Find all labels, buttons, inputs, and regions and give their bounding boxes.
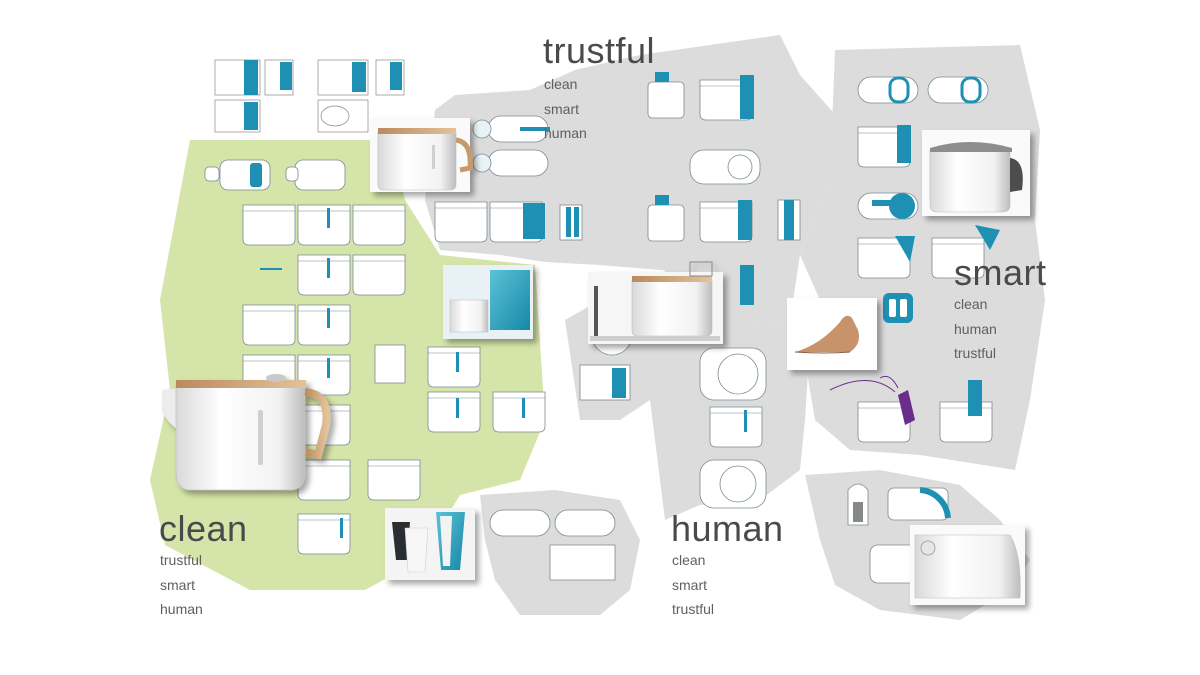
bottom-sketches: [489, 509, 616, 581]
base-station-render-center: [588, 261, 723, 344]
human-keyword-2: smart: [672, 576, 707, 593]
trustful-title: trustful: [543, 30, 656, 71]
smart-keyword-1: clean: [954, 296, 988, 312]
clean-keyword-2: smart: [160, 576, 195, 593]
smart-title: smart: [954, 252, 1047, 293]
kettle-render-large: [162, 374, 331, 491]
clean-keyword-1: trustful: [160, 552, 203, 568]
human-title: human: [671, 508, 784, 549]
base-station-render-large: [910, 525, 1025, 605]
clean-keyword-3: human: [160, 601, 203, 617]
clean-keywords: trustful smart human: [160, 548, 203, 622]
trustful-keyword-2: smart: [544, 100, 579, 117]
smart-sketches: [829, 76, 1000, 443]
cups-photo: [385, 508, 475, 580]
smart-keyword-2: human: [954, 320, 997, 337]
clean-title: clean: [159, 508, 248, 549]
human-keyword-1: clean: [672, 552, 706, 568]
trustful-keyword-3: human: [544, 125, 587, 141]
trustful-keywords: clean smart human: [544, 72, 587, 146]
trustful-keyword-1: clean: [544, 76, 578, 92]
annotation-arrow: [879, 375, 899, 389]
technical-drawing-right: [317, 59, 405, 133]
base-station-sketches: [847, 483, 951, 584]
smart-keywords: clean human trustful: [954, 292, 997, 366]
technical-drawing-left: [214, 59, 294, 133]
kettle-render-small: [370, 118, 473, 192]
smart-keyword-3: trustful: [954, 345, 997, 361]
human-keyword-3: trustful: [672, 601, 715, 617]
kettle-render-smart: [922, 130, 1030, 216]
human-sketches: [579, 314, 767, 509]
human-keywords: clean smart trustful: [672, 548, 714, 622]
bird-photo: [787, 298, 877, 370]
trustful-sketches: [434, 72, 801, 305]
clean-sketches: [204, 159, 546, 555]
kettle-side-render: [443, 265, 533, 339]
